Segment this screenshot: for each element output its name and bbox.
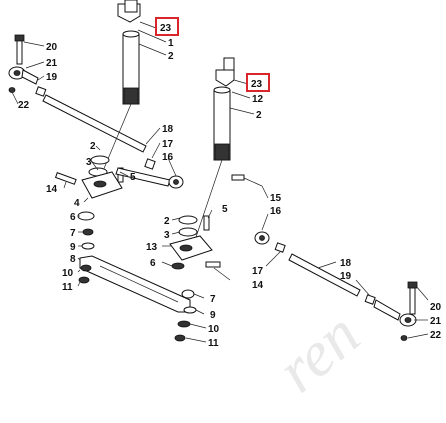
callout-11-left-cluster: 11 [62, 282, 73, 293]
callout-2-upper-left: 2 [168, 51, 174, 62]
callout-14-right: 14 [252, 280, 264, 291]
callout-2-right-cluster: 2 [164, 216, 170, 227]
watermark-text: ren [263, 298, 372, 406]
callout-16-right: 16 [270, 206, 282, 217]
callout-22-right: 22 [430, 330, 442, 341]
callout-9-right-cluster: 9 [210, 310, 216, 321]
leader-lines [11, 21, 429, 343]
callout-7-left-cluster: 7 [70, 228, 76, 239]
callout-5-right-cluster: 5 [222, 204, 228, 215]
callout-6-left-cluster: 6 [70, 212, 76, 223]
callout-3-left-cluster: 3 [86, 157, 92, 168]
callout-2-left-cluster: 2 [90, 141, 96, 152]
callout-14-left-cluster: 14 [46, 184, 58, 195]
right-pitman-cluster [169, 215, 418, 342]
callout-23-left: 23 [160, 23, 172, 34]
callout-19-right: 19 [340, 271, 352, 282]
left-pitman-cluster [54, 155, 245, 313]
callout-8: 8 [70, 254, 76, 265]
callout-20-right: 20 [430, 302, 442, 313]
callout-23-right: 23 [251, 79, 263, 90]
callout-9-left-cluster: 9 [70, 242, 76, 253]
callout-13: 13 [146, 242, 158, 253]
callout-17-left: 17 [162, 139, 174, 150]
callout-3-right-cluster: 3 [164, 230, 170, 241]
highlight-box-23-right [246, 73, 270, 92]
callout-21-left: 21 [46, 58, 58, 69]
callout-20-left: 20 [46, 42, 58, 53]
callout-19-left: 19 [46, 72, 58, 83]
callout-16-left: 16 [162, 152, 174, 163]
highlight-box-23-left [155, 17, 179, 36]
callout-6-right-cluster: 6 [150, 258, 156, 269]
callout-18-left: 18 [162, 124, 174, 135]
callout-18-right: 18 [340, 258, 352, 269]
callout-10-left-cluster: 10 [62, 268, 74, 279]
callout-15: 15 [270, 193, 282, 204]
callout-17-right: 17 [252, 266, 264, 277]
callout-7-right-cluster: 7 [210, 294, 216, 305]
callout-2-upper-right: 2 [256, 110, 262, 121]
callout-12: 12 [252, 94, 264, 105]
callout-22-left: 22 [18, 100, 30, 111]
callout-labels: 20 21 19 22 23 1 2 23 12 2 18 17 16 2 3 … [18, 23, 442, 349]
callout-21-right: 21 [430, 316, 442, 327]
left-tie-rod-end [8, 34, 147, 153]
callout-10-right-cluster: 10 [208, 324, 220, 335]
callout-5-left-cluster: 5 [130, 172, 136, 183]
callout-4: 4 [74, 198, 80, 209]
callout-11-right-cluster: 11 [208, 338, 219, 349]
right-steering-post [194, 57, 235, 241]
callout-1: 1 [168, 38, 174, 49]
left-steering-post [99, 0, 141, 179]
